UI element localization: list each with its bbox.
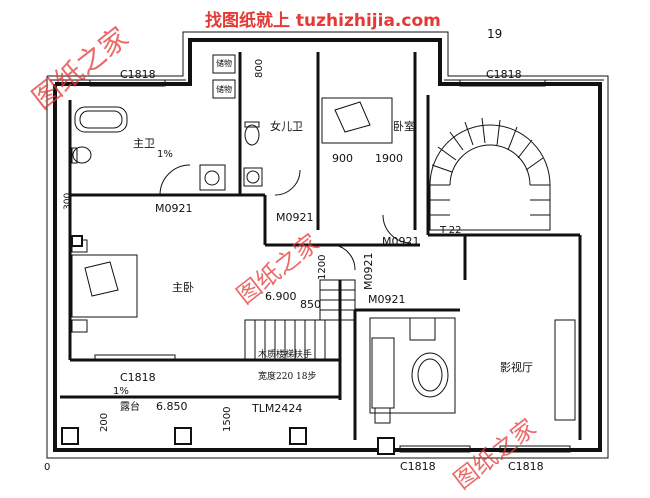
door-label: M0921 (276, 211, 314, 224)
window-label: C1818 (400, 460, 436, 473)
theater-furniture (369, 317, 456, 424)
room-theater: 影视厅 (500, 360, 533, 374)
room-wardrobe-a: 储物 (216, 58, 232, 68)
corner-number: 19 (487, 27, 502, 41)
elevation-label: 6.900 (265, 290, 297, 303)
room-master-bath: 主卫 (133, 137, 155, 150)
window-label: C1818 (486, 68, 522, 81)
elevation-label: 6.850 (156, 400, 188, 413)
dim-label: 1500 (222, 407, 233, 432)
bath-fixtures (71, 54, 263, 191)
beds (71, 97, 393, 333)
door-label: M0921 (382, 235, 420, 248)
window-label: C1818 (120, 68, 156, 81)
straight-stair (244, 279, 356, 361)
dim-label: 1200 (317, 255, 328, 280)
window-label: C1818 (120, 371, 156, 384)
window-label: C1818 (508, 460, 544, 473)
windows (89, 79, 576, 453)
dim-label: 1900 (375, 152, 403, 165)
room-master-bedroom: 主卧 (172, 281, 194, 294)
room-bedroom: 卧室 (393, 119, 415, 133)
slope-label: 1% (157, 149, 173, 160)
door-swings (159, 164, 412, 271)
dim-label: 850 (300, 298, 321, 311)
room-wardrobe-b: 储物 (216, 84, 232, 94)
door-label: M0921 (362, 253, 375, 291)
columns (61, 235, 395, 455)
room-girl-bath: 女儿卫 (270, 119, 303, 133)
watermark: 图纸之家 (448, 414, 541, 495)
dim-label: 300 (63, 193, 73, 210)
stair-tag: T-22 (439, 225, 462, 236)
watermark: 图纸之家 (26, 21, 135, 116)
slope-label: 1% (113, 386, 129, 397)
site-header[interactable]: 找图纸就上 tuzhizhijia.com (205, 10, 441, 31)
door-label: M0921 (368, 293, 406, 306)
spiral-stair (429, 117, 551, 231)
dim-label: 0 (44, 462, 50, 473)
door-label: M0921 (155, 202, 193, 215)
dim-label: 200 (99, 413, 110, 432)
dim-label: 800 (254, 59, 265, 78)
room-balcony: 露台 (120, 400, 140, 413)
door-tlm-label: TLM2424 (251, 402, 302, 415)
stair-note-2: 宽度220 18步 (258, 370, 317, 382)
stair-note: 木质楼梯扶手 (258, 348, 312, 360)
dim-label: 900 (332, 152, 353, 165)
interior-walls (60, 52, 582, 440)
